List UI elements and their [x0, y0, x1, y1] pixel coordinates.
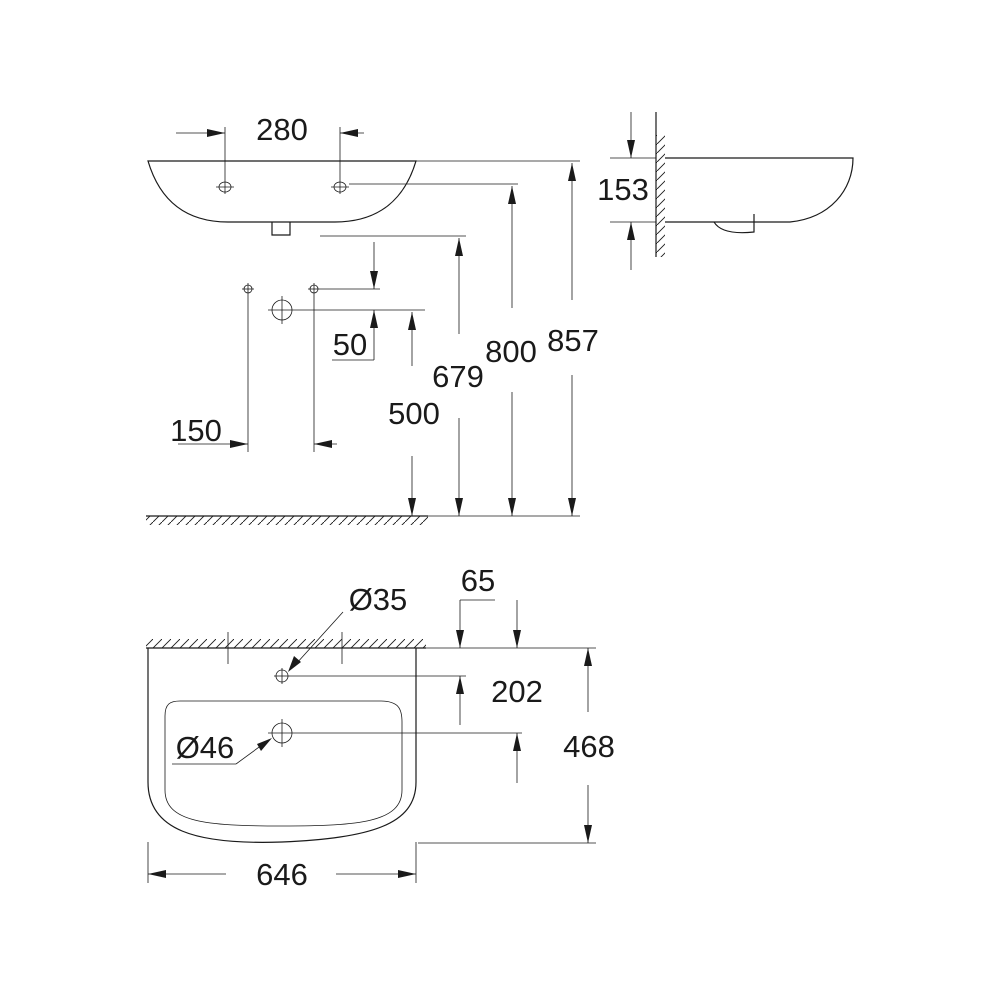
wall-waste-connection-icon: [268, 296, 296, 324]
wall-plan-hatch: [146, 639, 426, 649]
dim-tap-hole-depth: 202: [491, 674, 543, 709]
floor-line: [146, 515, 580, 525]
dim-tap-hole-diameter: Ø35: [349, 582, 408, 617]
dim-tap-hole-spacing: 280: [256, 112, 308, 147]
dim-waste-diameter: Ø46: [176, 730, 235, 765]
plan-view: Ø35 Ø46 65 202 468 646: [146, 563, 615, 892]
waste-outlet: [271, 222, 291, 236]
basin-side-outline: [665, 157, 854, 223]
dim-basin-projection: 468: [563, 729, 615, 764]
wall-side-hatch: [655, 112, 665, 257]
dim-tap-hole-offset: 65: [461, 563, 495, 598]
plan-waste-icon: [268, 719, 296, 747]
fixing-point-left-icon: [242, 283, 254, 295]
side-elevation-view: 153: [597, 112, 854, 270]
dim-waste-offset: 50: [333, 327, 367, 362]
front-elevation-view: 280 150: [146, 112, 599, 525]
dim-total-height: 857: [547, 323, 599, 358]
plan-tap-hole-icon: [274, 668, 290, 684]
tap-hole-left-icon: [216, 180, 234, 194]
dim-rim-height: 800: [485, 334, 537, 369]
fixing-point-right-icon: [308, 283, 320, 295]
bowl-plan-outline: [164, 700, 403, 827]
tap-hole-right-icon: [331, 180, 349, 194]
dim-basin-width: 646: [256, 857, 308, 892]
dim-basin-depth: 153: [597, 172, 649, 207]
basin-plan-outline: [147, 648, 417, 843]
basin-side-waste: [713, 214, 755, 234]
dim-fixing-spacing: 150: [170, 413, 222, 448]
basin-front-outline: [147, 160, 417, 223]
dim-fixing-height: 679: [432, 359, 484, 394]
dim-waste-height: 500: [388, 396, 440, 431]
